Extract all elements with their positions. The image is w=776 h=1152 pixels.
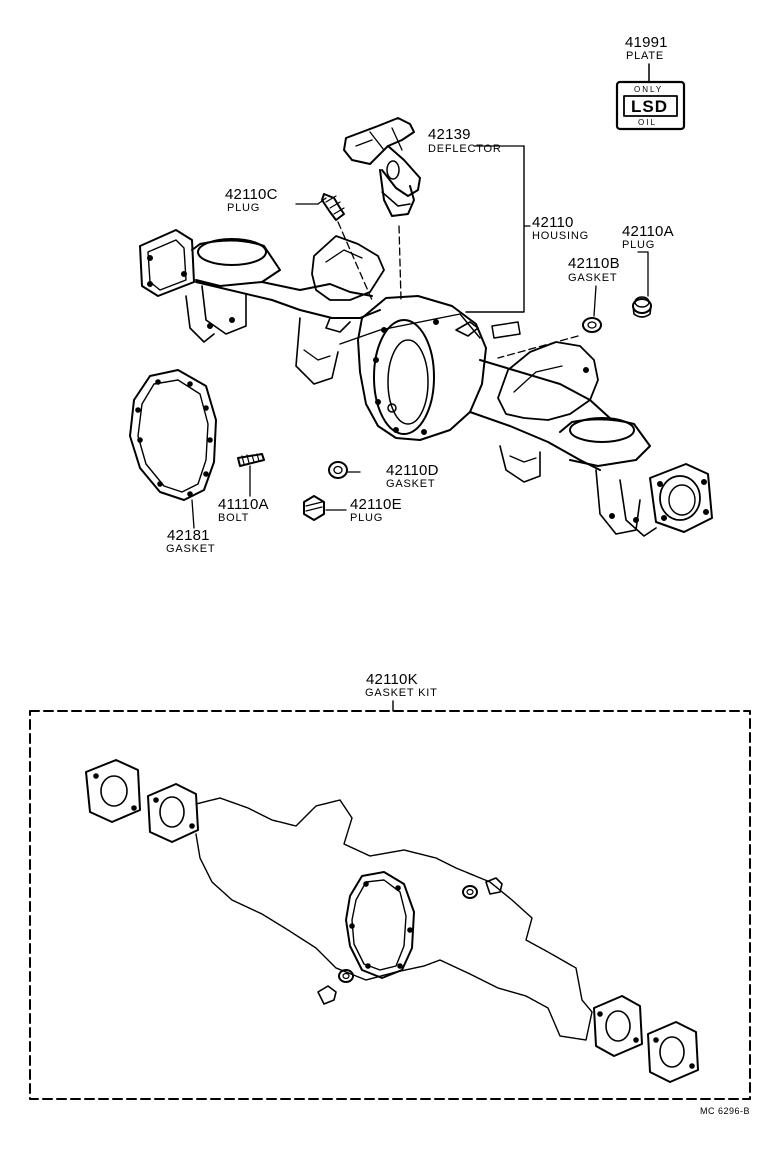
part-name-41991: PLATE	[626, 50, 665, 62]
bolt-41110a	[237, 453, 265, 497]
part-number-41110a: 41110A	[218, 496, 269, 513]
part-name-42110k: GASKET KIT	[365, 687, 438, 699]
part-name-42110b: GASKET	[568, 272, 618, 284]
part-number-42110: 42110	[532, 214, 574, 231]
gasket-42181	[129, 369, 217, 529]
plug-42110a	[632, 251, 652, 318]
part-name-42110d: GASKET	[386, 478, 436, 490]
part-number-42110a: 42110A	[622, 223, 674, 240]
plug-42110e	[303, 495, 347, 521]
part-number-42110b: 42110B	[568, 255, 620, 272]
part-number-42139: 42139	[428, 126, 471, 143]
part-number-42181: 42181	[167, 527, 210, 544]
part-number-41991: 41991	[625, 34, 668, 51]
plate-top-text: ONLY	[634, 85, 664, 94]
part-number-42110e: 42110E	[350, 496, 402, 513]
part-number-42110k: 42110K	[366, 671, 418, 688]
part-name-42110a: PLUG	[622, 239, 656, 251]
plate-bottom-text: OIL	[638, 118, 657, 127]
plate-41991	[615, 63, 686, 131]
part-number-42110d: 42110D	[386, 462, 439, 479]
part-number-42110c: 42110C	[225, 186, 278, 203]
part-name-42110e: PLUG	[350, 512, 384, 524]
part-name-42181: GASKET	[166, 543, 216, 555]
housing-42110	[139, 145, 713, 537]
plug-42110c	[295, 193, 373, 301]
gasket-42110d	[328, 461, 361, 479]
part-name-41110a: BOLT	[218, 512, 250, 524]
plate-center-text: LSD	[631, 97, 668, 116]
gasket-42110b	[497, 285, 602, 359]
deflector-42139	[343, 117, 421, 301]
part-name-42139: DEFLECTOR	[428, 143, 502, 155]
drawing-code: MC 6296-B	[700, 1106, 751, 1116]
gasket-kit-42110k	[29, 700, 751, 1100]
part-name-42110: HOUSING	[532, 230, 589, 242]
part-name-42110c: PLUG	[227, 202, 261, 214]
